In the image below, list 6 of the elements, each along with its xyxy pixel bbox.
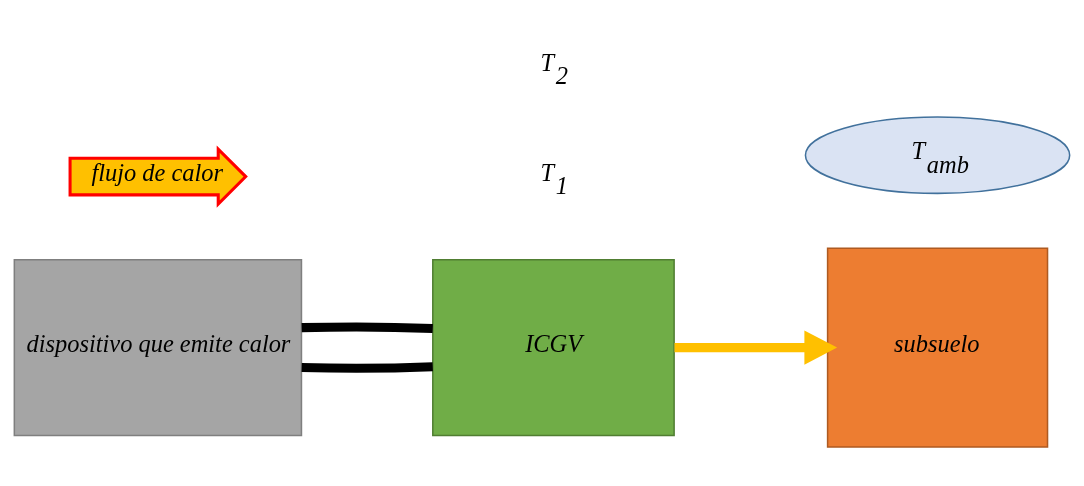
- node-box: dispositivo que emite calor: [13, 259, 303, 437]
- node-box: subsuelo: [826, 247, 1049, 448]
- connector: [301, 362, 433, 373]
- arrow: [674, 330, 838, 365]
- connector: [301, 322, 433, 334]
- node-box: ICGV: [432, 259, 675, 437]
